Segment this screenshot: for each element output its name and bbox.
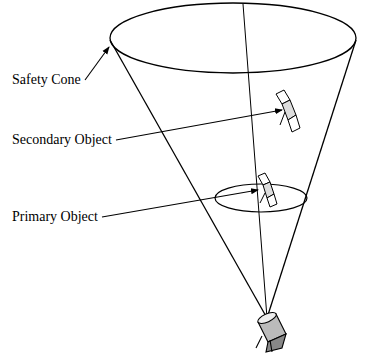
- figure-label: Safety Cone: [12, 72, 81, 88]
- cone-axis: [243, 4, 267, 318]
- leader-line: [102, 190, 258, 217]
- leader-line: [116, 110, 282, 140]
- cone-edge: [267, 40, 356, 318]
- cone-edge: [110, 40, 267, 318]
- primary-zone-ellipse: [215, 184, 307, 212]
- cone-top-rim: [110, 3, 356, 73]
- primary-satellite: [258, 173, 277, 207]
- leader-line: [85, 47, 109, 80]
- sensor-camera: [256, 310, 286, 352]
- figure-label: Secondary Object: [12, 132, 112, 148]
- figure-label: Primary Object: [12, 209, 98, 225]
- secondary-satellite: [276, 90, 300, 132]
